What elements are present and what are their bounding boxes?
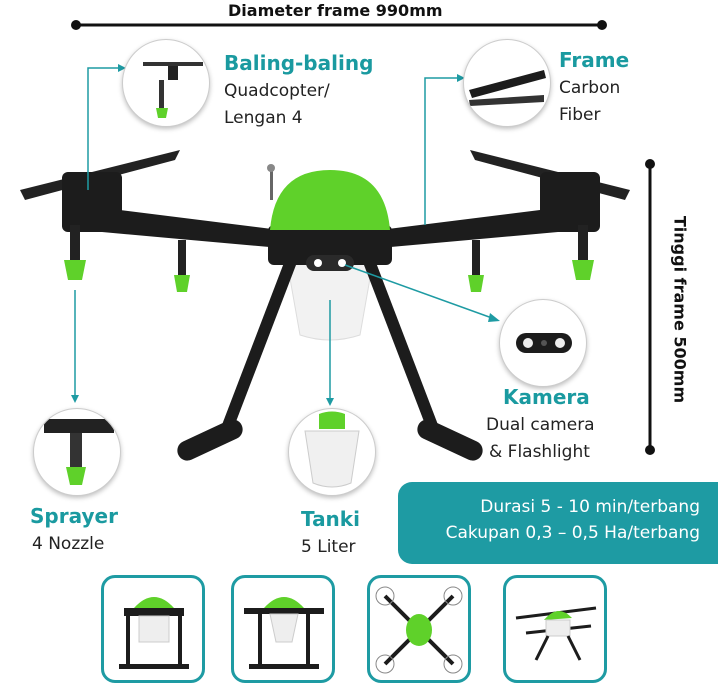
drone-top-view-icon <box>375 586 463 674</box>
propeller-closeup-image <box>122 39 210 127</box>
diameter-label: Diameter frame 990mm <box>222 1 449 20</box>
diameter-dimension-line <box>71 20 607 30</box>
drone-front-view-icon <box>119 597 189 669</box>
tank-closeup-image <box>288 408 376 496</box>
drone-illustration <box>20 150 630 461</box>
camera-line2: & Flashlight <box>489 442 590 462</box>
sprayer-line1: 4 Nozzle <box>32 534 105 554</box>
drone-side-view-icon <box>244 597 324 669</box>
camera-line1: Dual camera <box>486 415 595 435</box>
view-thumbnail-top[interactable] <box>367 575 471 683</box>
sprayer-closeup-image <box>33 408 121 496</box>
frame-line2: Fiber <box>559 105 601 125</box>
camera-closeup-image <box>499 299 587 387</box>
flight-coverage: Cakupan 0,3 – 0,5 Ha/terbang <box>445 523 700 543</box>
flight-duration: Durasi 5 - 10 min/terbang <box>480 497 700 517</box>
camera-title: Kamera <box>503 385 590 409</box>
propeller-line1: Quadcopter/ <box>224 81 330 101</box>
view-thumbnail-perspective[interactable] <box>503 575 607 683</box>
frame-title: Frame <box>559 48 630 72</box>
flight-info-box: Durasi 5 - 10 min/terbang Cakupan 0,3 – … <box>398 482 718 564</box>
frame-closeup-image <box>463 39 551 127</box>
propeller-title: Baling-baling <box>224 51 374 75</box>
frame-line1: Carbon <box>559 78 621 98</box>
height-dimension-line <box>645 159 655 455</box>
drone-perspective-view-icon <box>515 606 597 661</box>
sprayer-title: Sprayer <box>30 504 118 528</box>
tank-line1: 5 Liter <box>301 537 356 557</box>
propeller-line2: Lengan 4 <box>224 108 303 128</box>
view-thumbnail-side[interactable] <box>231 575 335 683</box>
tank-title: Tanki <box>301 507 360 531</box>
view-thumbnail-front[interactable] <box>101 575 205 683</box>
